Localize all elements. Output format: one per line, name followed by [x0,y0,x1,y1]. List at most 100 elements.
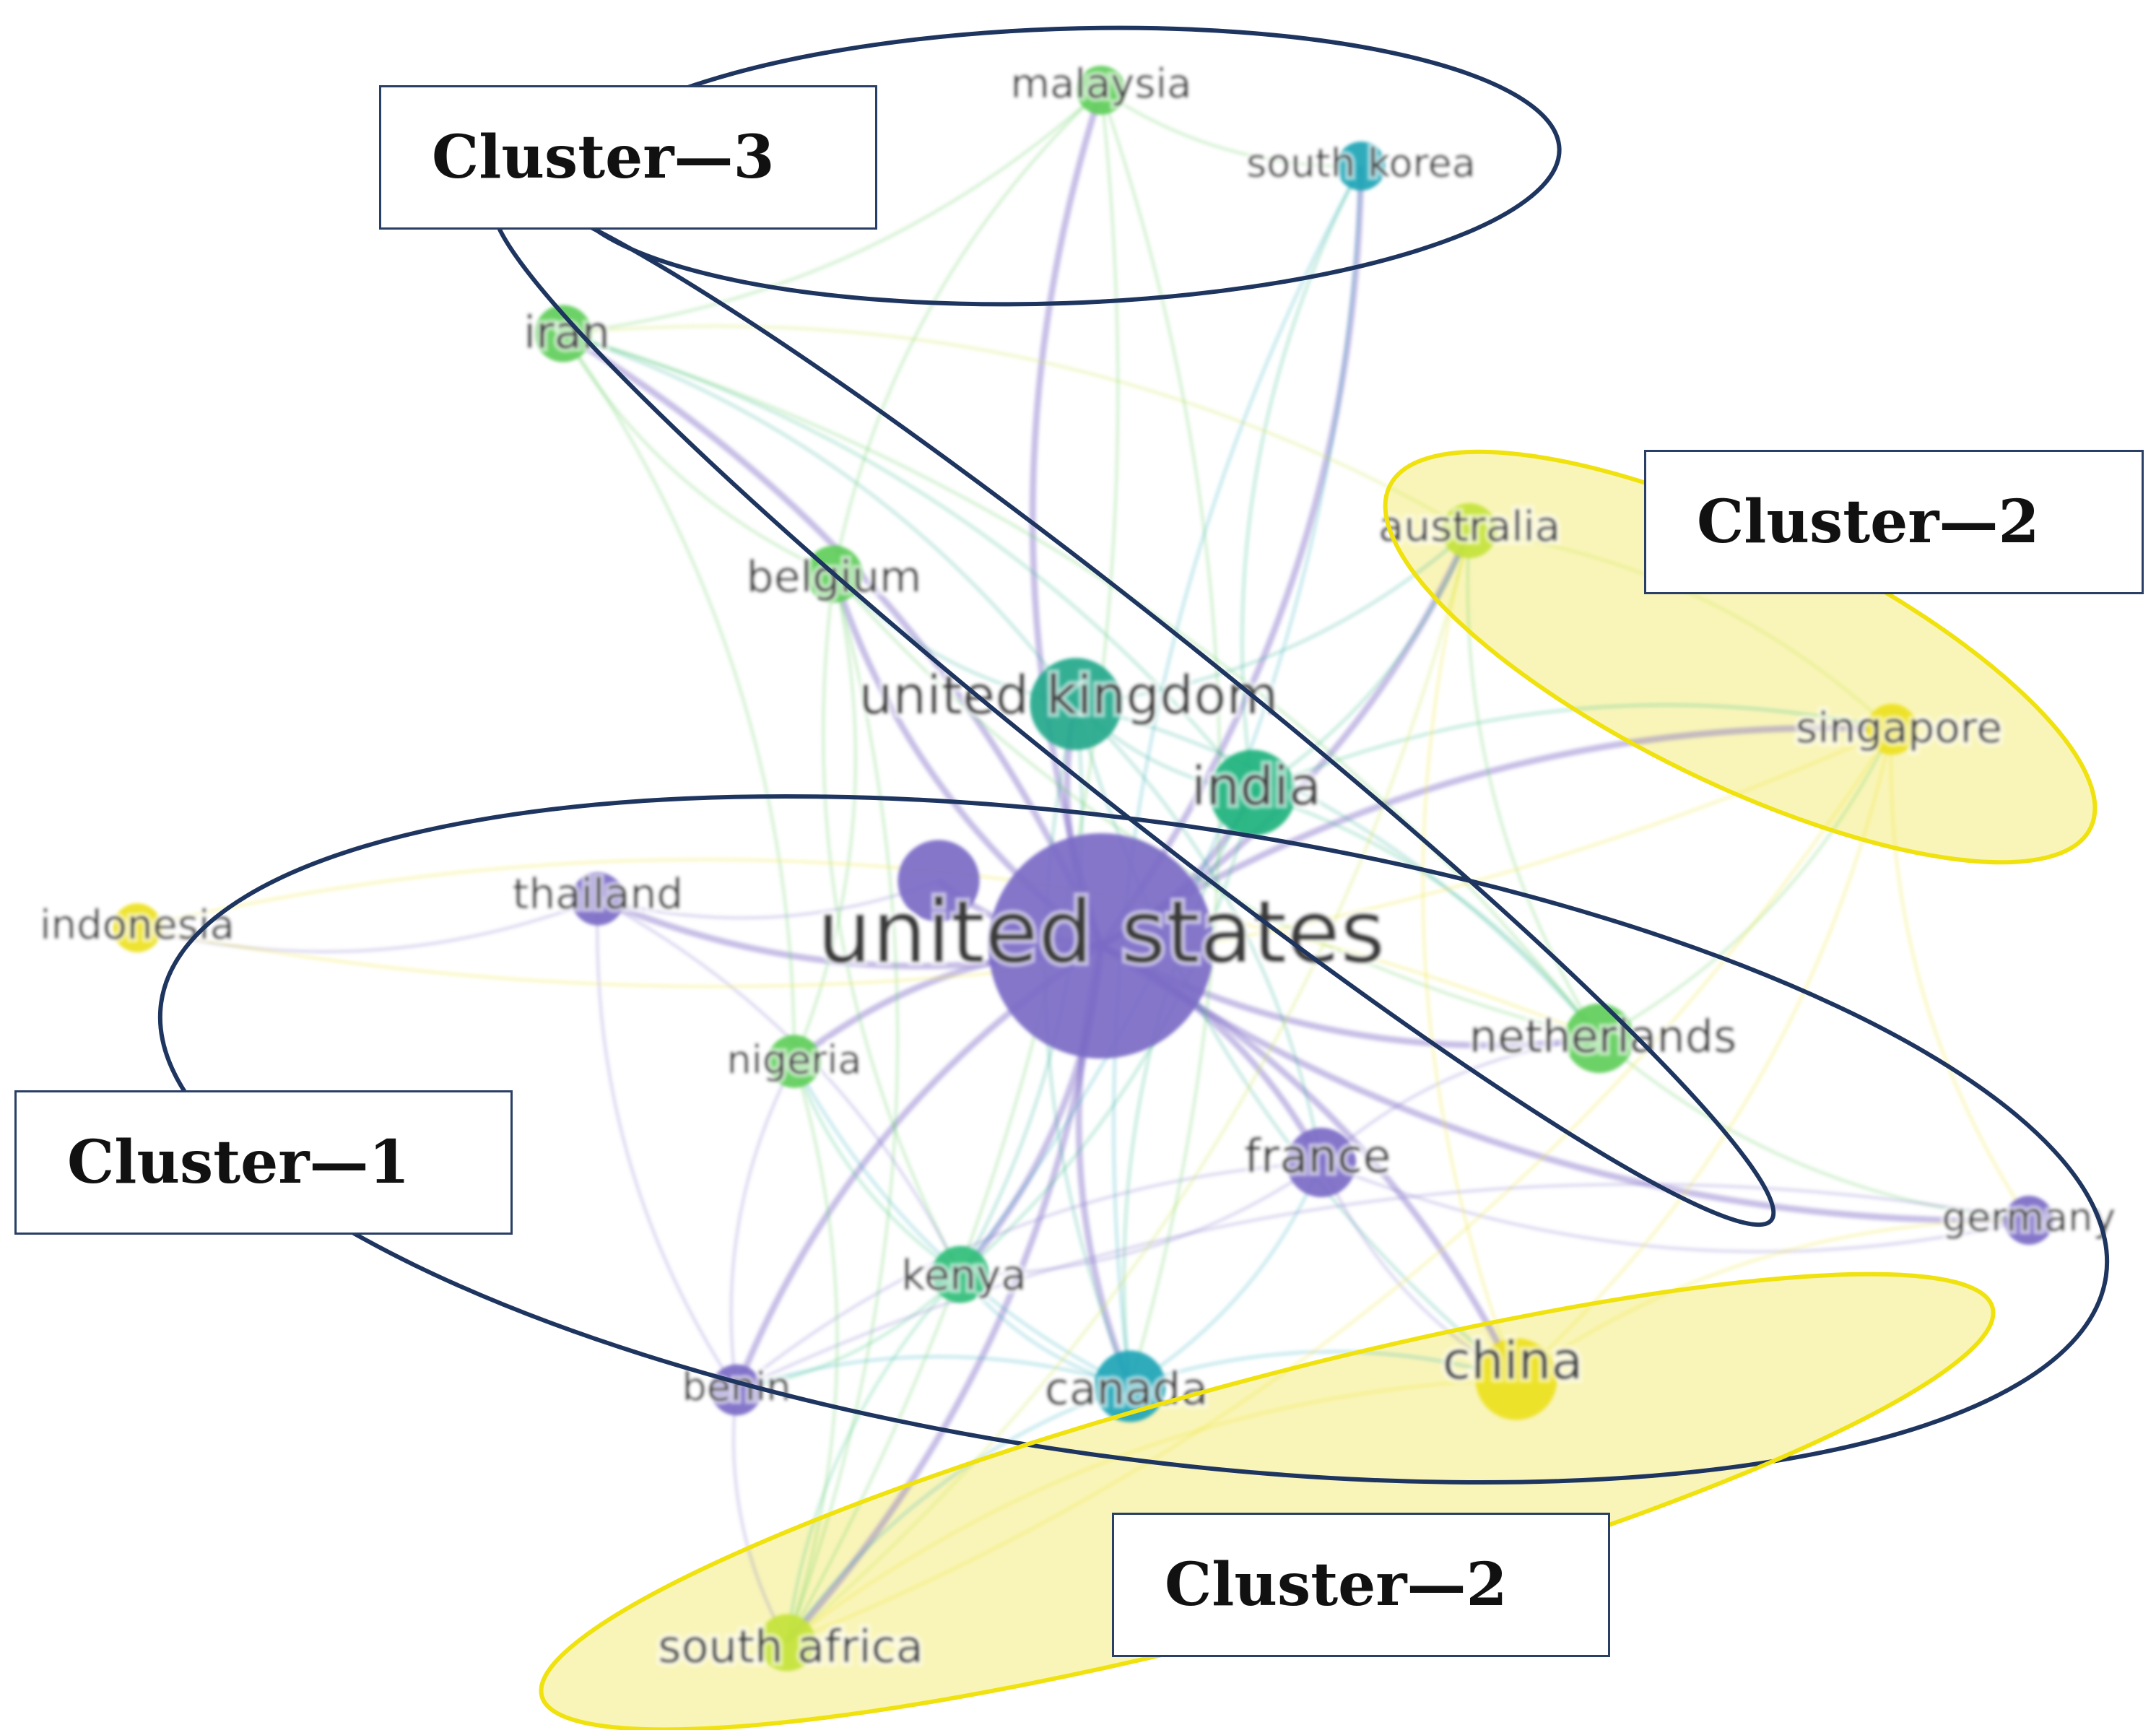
edge-kenya-benin [736,1273,962,1391]
network-nodes [113,66,2053,1672]
label-thailand: thailand [513,869,683,918]
node-australia [1441,503,1498,559]
edge-indonesia-netherlands [136,858,1600,1040]
edge-kenya-south_africa [786,1273,962,1643]
edge-united_states-south_korea [1098,165,1365,948]
edge-kenya-nigeria [793,1061,962,1276]
label-united-states: united states [817,883,1385,983]
edge-united_states-malaysia [1029,89,1105,947]
edge-malaysia-canada [1100,90,1222,1387]
edge-malaysia-south_korea [1100,89,1362,168]
label-india: india [1191,756,1321,818]
node-germany [2004,1196,2053,1245]
label-china: china [1443,1331,1583,1391]
edge-united_kingdom-canada [1043,703,1131,1387]
network-labels: united states united kingdom india china can… [36,57,2119,1677]
edge-netherlands-australia [1466,530,1601,1040]
node-netherlands [1564,1003,1635,1074]
edge-singapore-south_africa [786,728,1893,1644]
edge-south_korea-canada [1112,165,1362,1387]
node-iran [534,305,592,362]
cluster-2-bottom-label: Cluster—2 [1165,1550,1508,1620]
edge-united_kingdom-australia [1075,529,1471,705]
node-india [1209,749,1296,836]
edge-france-kenya [960,1161,1323,1277]
edge-canada-nigeria [793,1061,1131,1388]
edge-belgium-nigeria [793,573,857,1062]
cluster-3-label: Cluster—3 [432,123,775,192]
label-france: france [1244,1131,1391,1184]
node-france [1286,1127,1357,1198]
edge-india-singapore [1252,703,1892,794]
node-kenya [931,1246,989,1303]
edge-united_states-iran [561,331,1105,947]
edge-iran-nigeria [562,332,796,1062]
edge-india-canada [1122,792,1254,1387]
node-singapore [1866,703,1918,755]
edge-netherlands-singapore [1599,729,1893,1040]
cluster2-top-ellipse-fill [1385,451,2095,863]
node-united-kingdom [1030,658,1122,750]
node-unlabeled-purple [897,840,980,922]
edge-germany-benin [736,1183,2030,1391]
cluster-1-label-box: Cluster—1 [14,1090,513,1235]
edge-australia-iran [562,324,1471,532]
label-belgium: belgium [747,552,922,603]
edge-belgium-kenya [822,573,962,1275]
edge-benin-south_africa [732,1389,788,1643]
node-nigeria [768,1035,821,1088]
edge-canada-south_africa [786,1385,1131,1644]
label-singapore: singapore [1796,703,2002,752]
edge-belgium-south_africa [786,573,900,1643]
node-indonesia [113,903,162,952]
node-united-states [988,833,1214,1059]
edge-canada-china [1129,1350,1517,1388]
edge-china-germany [1515,1218,2030,1381]
label-united-kingdom: united kingdom [859,665,1278,727]
node-south-korea [1336,142,1386,191]
edge-france-germany [1321,1161,2030,1253]
edge-india-south_korea [1240,165,1362,794]
label-malaysia: malaysia [1011,61,1192,108]
edge-malaysia-belgium [833,89,1103,575]
node-thailand [571,872,625,926]
edge-canada-france [1129,1162,1323,1388]
label-australia: australia [1378,502,1560,551]
edge-netherlands-germany [1598,1037,2030,1222]
label-kenya: kenya [901,1251,1027,1300]
edge-united_states-germany [1099,943,2030,1225]
cluster-2-bottom-label-box: Cluster—2 [1112,1513,1610,1657]
edge-nigeria-south_africa [786,1061,839,1643]
cluster-3-label-box: Cluster—3 [379,85,877,230]
edge-singapore-germany [1890,729,2030,1222]
edge-china-australia [1421,530,1518,1380]
node-malaysia [1077,66,1126,115]
edge-france-netherlands [1320,1037,1600,1164]
cluster-2-top-label-box: Cluster—2 [1644,450,2144,594]
node-canada [1094,1350,1166,1422]
node-china [1475,1338,1557,1420]
label-south-korea: south korea [1246,141,1476,186]
edge-thailand-unlabeled_purple [597,879,939,920]
edge-canada-benin [736,1355,1131,1391]
edge-france-benin [735,1161,1322,1391]
edge-united_kingdom-netherlands [1075,703,1601,1040]
cluster-1-label: Cluster—1 [67,1128,410,1197]
label-south-africa: south africa [658,1620,923,1673]
label-netherlands: netherlands [1469,1010,1737,1063]
label-nigeria: nigeria [726,1038,861,1083]
edge-benin-nigeria [729,1061,796,1391]
edge-united_kingdom-france [1074,703,1323,1163]
edge-india-kenya [959,792,1254,1276]
edge-india-australia [1251,530,1471,794]
cluster-2-top-label: Cluster—2 [1697,487,2040,557]
edge-australia-south_africa [786,530,1471,1644]
edge-united_kingdom-china [1074,703,1518,1381]
cluster1-ellipse-outline [157,794,2110,1485]
edge-china-south_africa [786,1378,1517,1644]
edge-thailand-benin [596,898,738,1391]
edge-iran-malaysia [562,89,1103,335]
edge-australia-singapore [1469,529,1893,731]
label-canada: canada [1045,1362,1209,1415]
